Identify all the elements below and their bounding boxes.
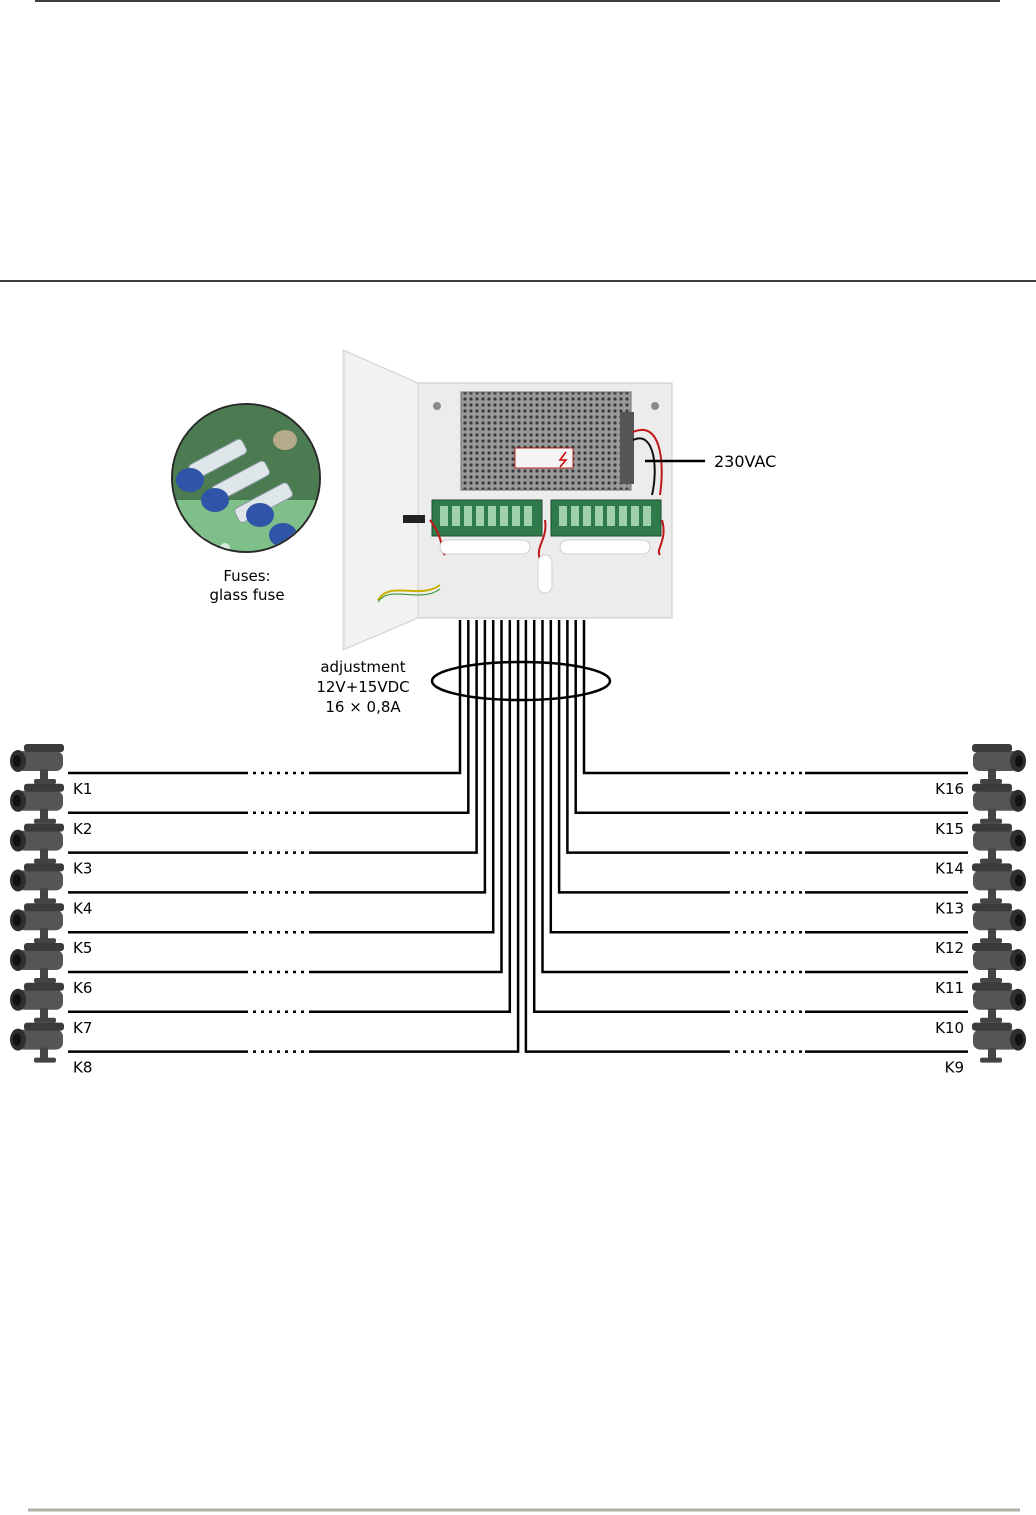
adjustment-label: adjustment [320,658,405,676]
channel-label-k1: K1 [73,780,92,798]
channel-label-k14: K14 [935,860,964,878]
cameras [10,744,1026,1063]
camera-icon-k15 [972,783,1026,824]
camera-icon-k3 [10,823,64,864]
channel-label-k5: K5 [73,939,92,957]
fuse-title-label: Fuses: [223,567,270,585]
mains-label: 230VAC [714,452,776,471]
wire-k7 [68,620,512,1014]
wire-k3 [68,620,478,854]
wire-k15 [574,620,968,815]
wire-k2 [68,620,470,815]
wire-k5 [68,620,495,934]
wire-k12 [549,620,968,934]
camera-icon-k6 [10,943,64,983]
camera-icon-k11 [972,943,1026,983]
camera-icon-k2 [10,783,64,824]
channel-label-k9: K9 [945,1059,964,1077]
channel-label-k8: K8 [73,1059,92,1077]
channel-label-k4: K4 [73,899,92,917]
wire-k1 [68,620,462,775]
fuse-board-left [431,499,543,537]
wire-k10 [532,620,968,1014]
enclosure-door [342,349,419,651]
psu-enclosure [342,349,673,651]
channel-label-k6: K6 [73,979,92,997]
camera-icon-k12 [972,903,1026,944]
wire-k8 [68,620,520,1053]
channel-label-k13: K13 [935,899,964,917]
wire-k13 [557,620,968,894]
output-wires [68,620,968,1054]
camera-icon-k4 [10,863,64,904]
fuse-closeup-image [171,403,321,553]
channel-label-k2: K2 [73,820,92,838]
fuse-board-right [550,499,662,537]
camera-icon-k7 [10,982,64,1023]
psu-module [460,391,632,491]
wire-k9 [524,620,968,1053]
channel-label-k11: K11 [935,979,964,997]
channel-label-k3: K3 [73,860,92,878]
camera-icon-k8 [10,1022,64,1063]
wire-k14 [566,620,968,854]
channel-label-k7: K7 [73,1019,92,1037]
channel-label-k15: K15 [935,820,964,838]
wire-k4 [68,620,487,894]
wire-k16 [582,620,968,775]
camera-icon-k14 [972,823,1026,864]
wire-k11 [541,620,968,974]
voltage-range-label: 12V+15VDC [316,678,409,696]
camera-icon-k1 [10,744,64,784]
channel-label-k12: K12 [935,939,964,957]
channel-label-k16: K16 [935,780,964,798]
camera-icon-k9 [972,1022,1026,1063]
wire-k6 [68,620,503,974]
camera-icon-k5 [10,903,64,944]
cable-bundle-marker [430,660,612,702]
camera-icon-k13 [972,863,1026,904]
channel-label-k10: K10 [935,1019,964,1037]
camera-icon-k16 [972,744,1026,784]
output-rating-label: 16 × 0,8A [325,698,401,716]
camera-icon-k10 [972,982,1026,1023]
fuse-type-label: glass fuse [209,586,284,604]
